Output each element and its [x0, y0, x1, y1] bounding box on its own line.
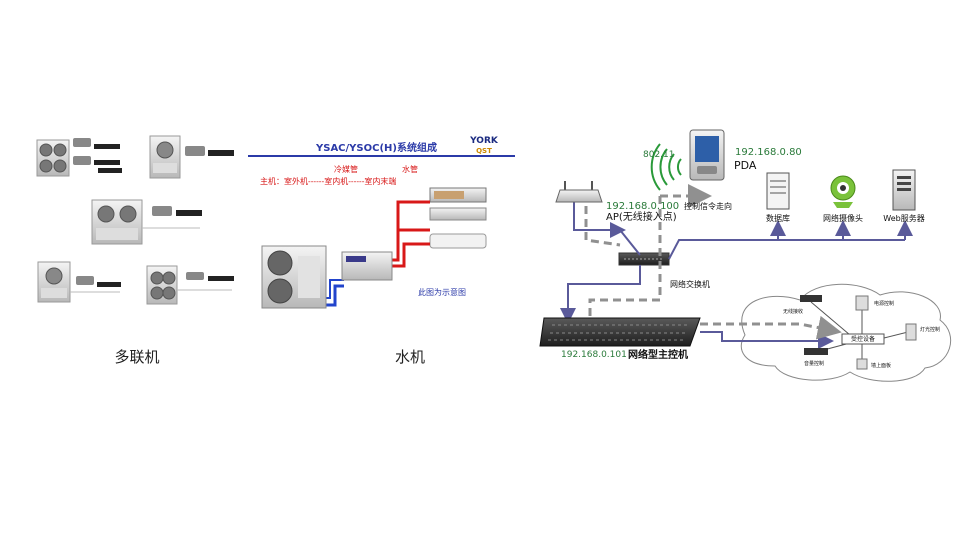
- network-diagram: 网络交换机 802.11 192.168.0.80 PDA: [539, 129, 952, 382]
- multi-split-group: [36, 135, 234, 305]
- caption-multi-split: 多联机: [114, 348, 159, 366]
- webcam-icon: [830, 175, 856, 208]
- controlled-device-label: 受控设备: [851, 335, 875, 343]
- host-ip: 192.168.0.101: [561, 350, 627, 360]
- control-signal-label: 控制信令走向: [684, 201, 732, 211]
- link-switch-servers: [668, 239, 905, 260]
- wireless-standard-label: 802.11: [643, 150, 675, 160]
- power-control-icon: [855, 295, 869, 311]
- svg-text:QST: QST: [476, 147, 492, 155]
- blue-pipe: [326, 284, 344, 307]
- database-label: 数据库: [766, 213, 790, 223]
- svg-text:YORK: YORK: [469, 136, 499, 146]
- switch-label: 网络交换机: [670, 279, 710, 289]
- water-module-icon: [341, 251, 393, 281]
- controlled-device-box: [841, 333, 885, 345]
- wall-panel-icon: [856, 358, 868, 370]
- blue-pipe: [326, 279, 344, 299]
- indoor-unit-icon: [142, 206, 202, 229]
- light-control-icon: [905, 323, 917, 341]
- outdoor-unit-icon: [37, 261, 71, 303]
- system-chain-text: 主机：室外机------室内机------室内末端: [260, 176, 396, 186]
- web-server-icon: [892, 169, 916, 211]
- ap-ip: 192.168.0.100: [606, 201, 679, 212]
- cloud-devices: 无线接收 电源控制 受控设备 灯光控制 音量控制 墙上面板: [783, 295, 940, 370]
- outdoor-unit-icon: [91, 199, 143, 245]
- indoor-unit-icon: [185, 146, 234, 156]
- database-icon: [766, 172, 790, 210]
- pda-label: PDA: [734, 159, 757, 172]
- volume-control-label: 音量控制: [804, 360, 824, 367]
- york-system-diagram: YSAC/YSOC(H)系统组成 YORK QST 冷媒管 水管 主机：室外机-…: [248, 133, 515, 309]
- outdoor-unit-icon: [36, 139, 70, 177]
- outdoor-chiller-icon: [261, 245, 327, 309]
- wireless-receiver-label: 无线接收: [783, 308, 803, 315]
- volume-control-icon: [804, 348, 828, 355]
- outdoor-unit-icon: [146, 265, 178, 305]
- link-host-cloud: [700, 331, 834, 349]
- wireless-signal-icon: [650, 143, 682, 191]
- indoor-unit-icon: [70, 276, 121, 293]
- york-logo: YORK QST: [469, 133, 499, 155]
- control-signal-path: [588, 196, 662, 318]
- pda-icon: [689, 129, 725, 181]
- webcam-label: 网络摄像头: [823, 213, 863, 223]
- red-pipe: [392, 242, 430, 268]
- host-controller-icon: [539, 317, 701, 347]
- fan-coil-icon: [429, 187, 487, 203]
- indoor-unit-icon: [177, 272, 234, 291]
- control-signal-path: [700, 315, 842, 340]
- wall-unit-icon: [429, 233, 487, 249]
- wall-panel-label: 墙上面板: [871, 362, 891, 369]
- web-server-label: Web服务器: [883, 213, 924, 223]
- wireless-receiver-icon: [800, 295, 822, 302]
- ap-label: AP(无线接入点): [606, 210, 677, 223]
- label-water-pipe: 水管: [402, 164, 418, 174]
- light-control-label: 灯光控制: [920, 326, 940, 333]
- label-refrigerant-pipe: 冷媒管: [334, 164, 358, 174]
- link-switch-host: [560, 265, 641, 324]
- indoor-unit-icon: [73, 138, 122, 173]
- access-point-icon: [555, 181, 603, 203]
- schematic-note: 此图为示意图: [418, 287, 466, 297]
- caption-water-unit: 水机: [395, 348, 425, 366]
- outdoor-unit-icon: [149, 135, 181, 179]
- ducted-unit-icon: [429, 207, 487, 221]
- control-signal-path: [584, 193, 621, 247]
- host-label: 网络型主控机: [628, 348, 688, 361]
- pda-ip: 192.168.0.80: [735, 147, 802, 158]
- york-title: YSAC/YSOC(H)系统组成: [315, 141, 437, 154]
- power-control-label: 电源控制: [874, 300, 894, 307]
